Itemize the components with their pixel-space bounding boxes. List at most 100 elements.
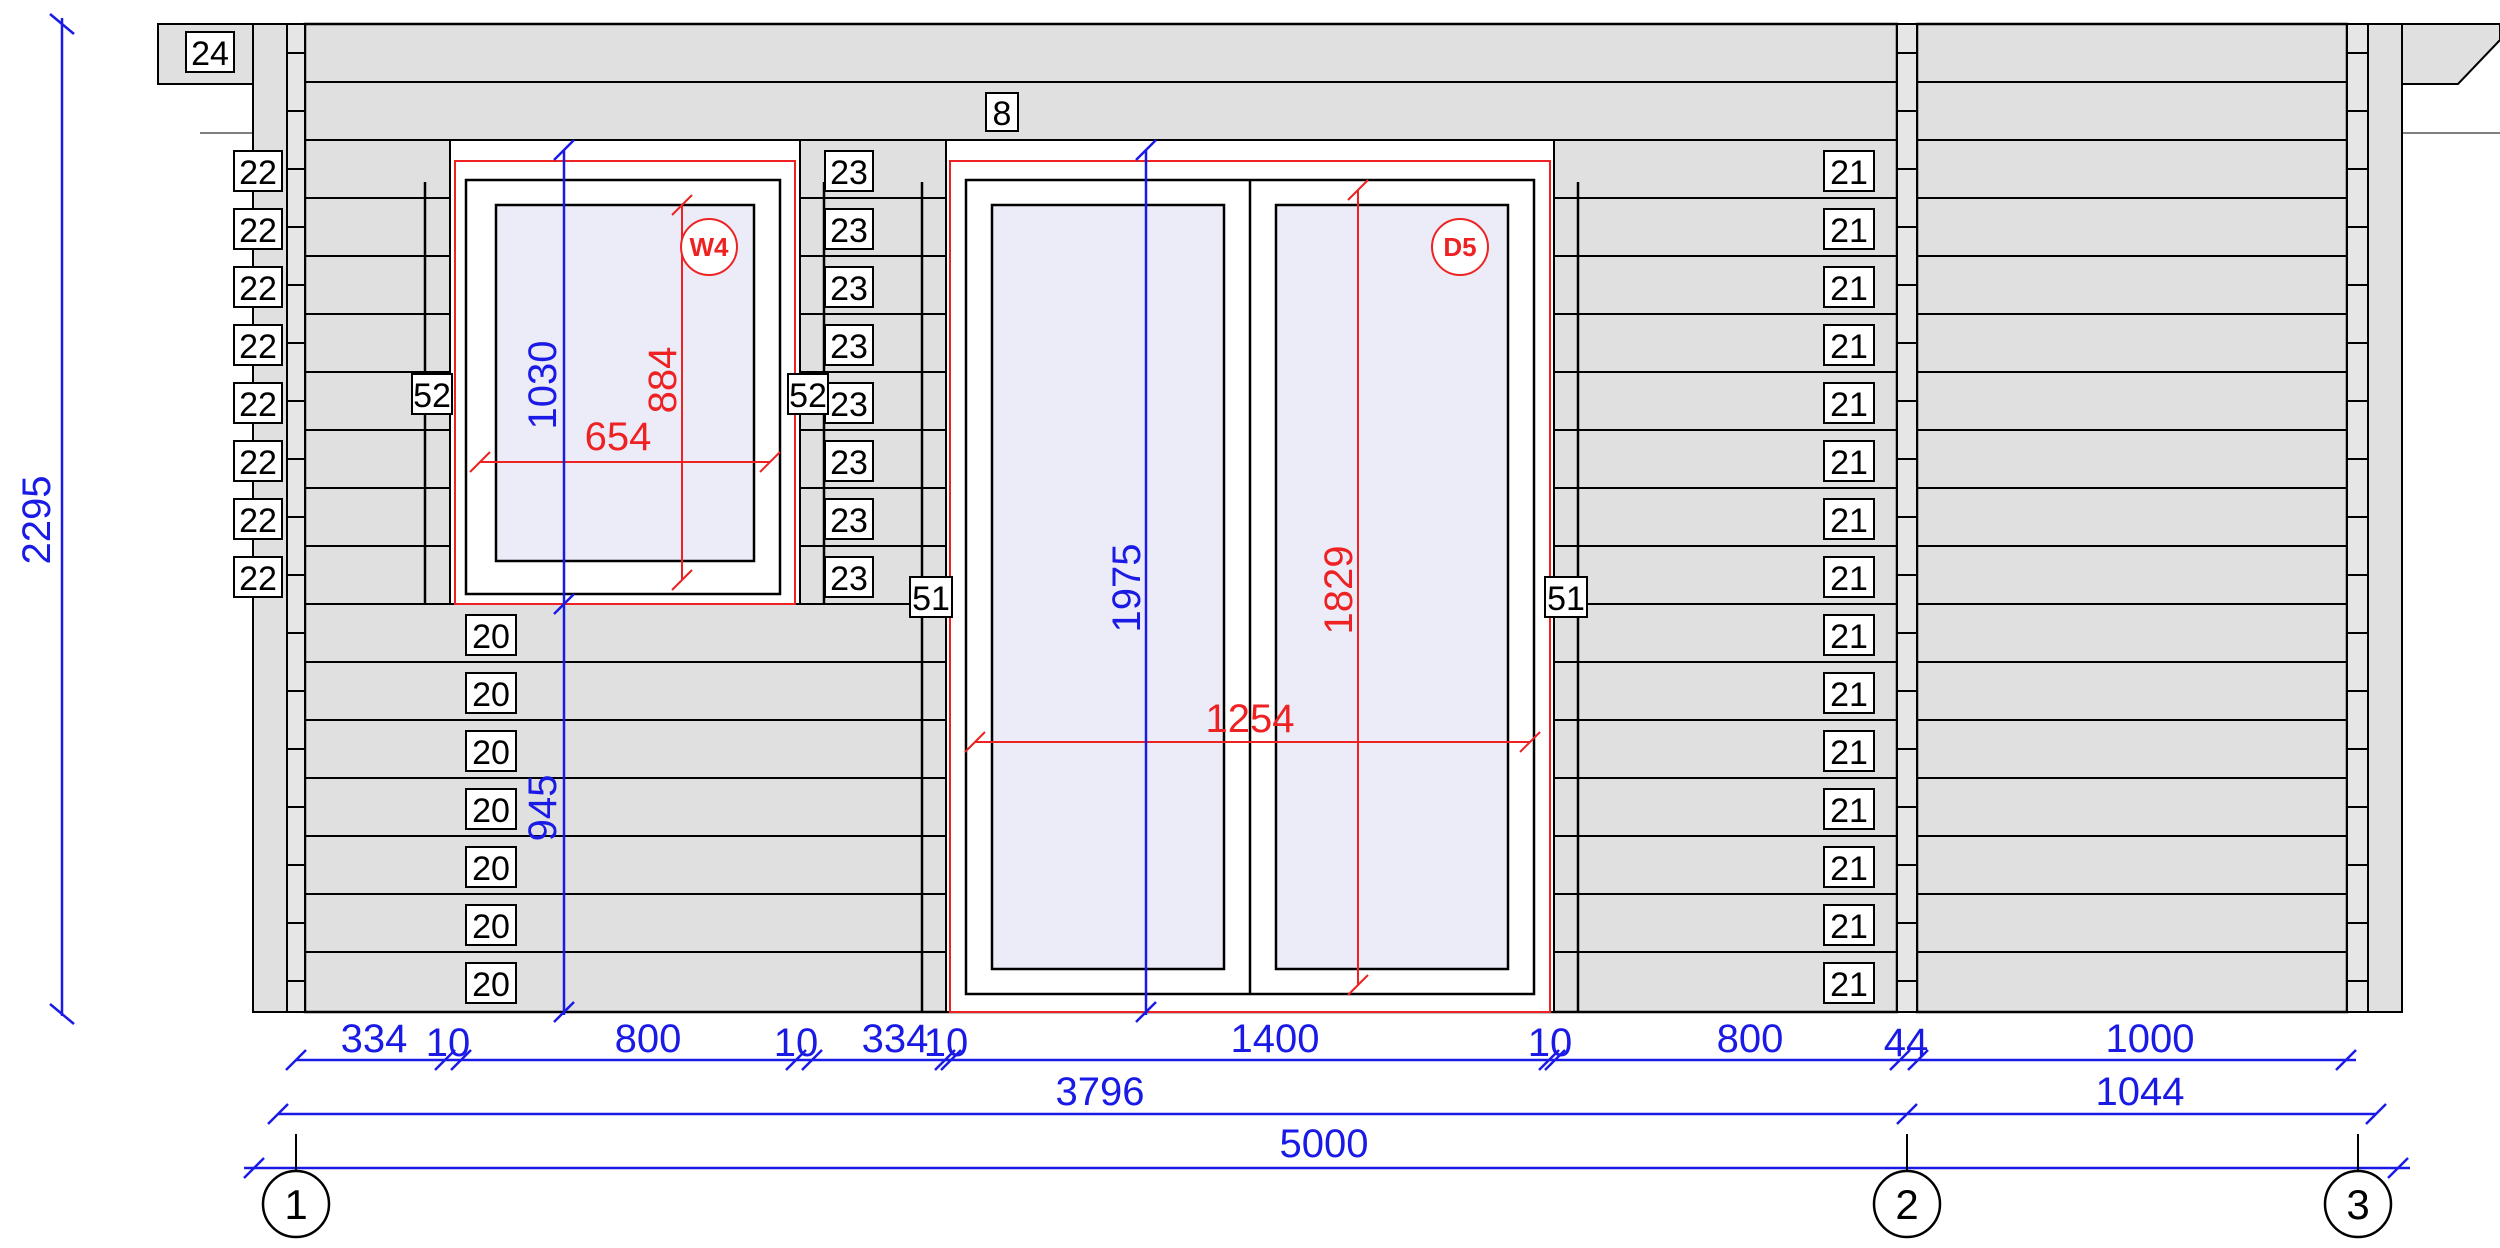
grid-axis-1-label: 1 <box>284 1181 307 1228</box>
tag-right-wall: 21 <box>1830 212 1868 250</box>
dim-row-2-line <box>267 1103 2387 1125</box>
tag-right-door-jamb-label: 51 <box>1547 580 1585 618</box>
tag-below-window: 20 <box>472 734 510 772</box>
tag-right-wall: 21 <box>1830 850 1868 888</box>
tag-left-wall: 22 <box>239 328 277 366</box>
window-sill-height-label: 945 <box>521 775 565 842</box>
tag-right-wall: 21 <box>1830 734 1868 772</box>
tag-left-wall: 22 <box>239 560 277 598</box>
dim-row-1-value: 800 <box>1717 1017 1784 1061</box>
tag-left-jamb <box>411 373 453 415</box>
dim-row-1-value: 1400 <box>1231 1017 1320 1061</box>
door-d5: D5 1829 1254 <box>945 139 1555 1013</box>
window-mark-circle <box>680 218 738 276</box>
tag-below-window: 20 <box>472 966 510 1004</box>
grid-axis-2-label: 2 <box>1895 1181 1918 1228</box>
tag-right-wall: 21 <box>1830 618 1868 656</box>
tag-roof-beam-label: 24 <box>191 35 229 73</box>
door-mark-circle <box>1431 218 1489 276</box>
dim-row-3-line <box>243 1157 2410 1179</box>
tag-left-wall: 22 <box>239 212 277 250</box>
tag-right-wall: 21 <box>1830 328 1868 366</box>
tag-between-openings: 23 <box>830 444 868 482</box>
tag-right-jamb <box>787 373 829 415</box>
tag-right-wall: 21 <box>1830 386 1868 424</box>
tag-below-window: 20 <box>472 850 510 888</box>
dim-row-1-value: 334 <box>862 1017 929 1061</box>
window-w4: W4 884 654 <box>449 139 801 605</box>
tag-right-wall: 21 <box>1830 270 1868 308</box>
tag-below-window: 20 <box>472 676 510 714</box>
dim-row-1-value: 334 <box>341 1017 408 1061</box>
window-height-label: 1030 <box>521 341 565 430</box>
dim-row-1-value: 44 <box>1884 1021 1929 1065</box>
door-left-leaf-glass <box>990 203 1226 971</box>
tag-right-wall: 21 <box>1830 502 1868 540</box>
tag-top-board-label: 8 <box>993 95 1012 133</box>
tag-right-wall: 21 <box>1830 908 1868 946</box>
tag-left-wall: 22 <box>239 154 277 192</box>
tag-left-door-jamb <box>909 576 953 618</box>
tag-left-wall: 22 <box>239 444 277 482</box>
dim-row-1-value: 10 <box>924 1021 969 1065</box>
grid-axis-2-bubble <box>1872 1169 1942 1239</box>
dim-row-3-value: 5000 <box>1280 1122 1369 1166</box>
corner-notches <box>287 52 2368 982</box>
dim-row-2-value: 3796 <box>1056 1070 1145 1114</box>
tag-between-openings: 23 <box>830 270 868 308</box>
below-window-tags: 20 20 20 20 20 20 20 <box>465 614 517 1004</box>
tag-right-door-jamb <box>1544 576 1588 618</box>
tag-below-window: 20 <box>472 792 510 830</box>
tag-left-wall: 22 <box>239 502 277 540</box>
wall-right-section <box>1915 22 2349 1014</box>
dim-row-1-value: 10 <box>1528 1021 1573 1065</box>
tag-left-jamb-label: 52 <box>413 377 451 415</box>
grid-axis-3-label: 3 <box>2346 1181 2369 1228</box>
tag-top-board <box>985 92 1019 132</box>
door-mark: D5 <box>1443 232 1476 262</box>
door-height-label: 1975 <box>1105 544 1149 633</box>
tag-right-wall: 21 <box>1830 966 1868 1004</box>
tag-left-wall: 22 <box>239 270 277 308</box>
door-glass-width-label: 1254 <box>1206 697 1295 741</box>
left-wall-tags: 22 22 22 22 22 22 22 22 <box>233 150 283 598</box>
tag-between-openings: 23 <box>830 154 868 192</box>
tag-below-window: 20 <box>472 908 510 946</box>
window-mark: W4 <box>690 232 730 262</box>
right-wall-tags: 21 21 21 21 21 21 21 21 21 21 21 21 21 2… <box>1823 150 1875 1004</box>
tag-left-door-jamb-label: 51 <box>912 580 950 618</box>
tag-between-openings: 23 <box>830 212 868 250</box>
dim-row-1-value: 10 <box>774 1021 819 1065</box>
dim-row-1-value: 800 <box>615 1017 682 1061</box>
right-end-post <box>2367 23 2403 1013</box>
between-openings-tags: 23 23 23 23 23 23 23 23 <box>824 150 874 598</box>
grid-axis-leaders <box>295 1134 2359 1172</box>
tag-right-wall: 21 <box>1830 154 1868 192</box>
overall-height-label: 2295 <box>15 476 59 565</box>
tag-right-wall: 21 <box>1830 792 1868 830</box>
tag-between-openings: 23 <box>830 502 868 540</box>
opening-height-dims <box>553 139 1157 1023</box>
tag-left-wall: 22 <box>239 386 277 424</box>
dim-row-2-value: 1044 <box>2096 1070 2185 1114</box>
tag-roof-beam <box>185 31 235 73</box>
door-right-leaf-glass <box>1274 203 1510 971</box>
grid-axis-3-bubble <box>2323 1169 2393 1239</box>
dim-row-1-value: 10 <box>426 1021 471 1065</box>
window-glass-height-label: 884 <box>641 347 685 414</box>
tag-right-wall: 21 <box>1830 676 1868 714</box>
dim-row-1-value: 1000 <box>2106 1017 2195 1061</box>
tag-between-openings: 23 <box>830 328 868 366</box>
tag-right-jamb-label: 52 <box>789 377 827 415</box>
tag-between-openings: 23 <box>830 386 868 424</box>
tag-between-openings: 23 <box>830 560 868 598</box>
tag-below-window: 20 <box>472 618 510 656</box>
grid-axis-1-bubble <box>261 1169 331 1239</box>
overall-height-dim <box>49 13 75 1025</box>
window-glass-width-label: 654 <box>585 415 652 459</box>
dim-row-1-line <box>285 1049 2357 1071</box>
tag-right-wall: 21 <box>1830 560 1868 598</box>
door-glass-height-label: 1829 <box>1317 546 1361 635</box>
tag-right-wall: 21 <box>1830 444 1868 482</box>
